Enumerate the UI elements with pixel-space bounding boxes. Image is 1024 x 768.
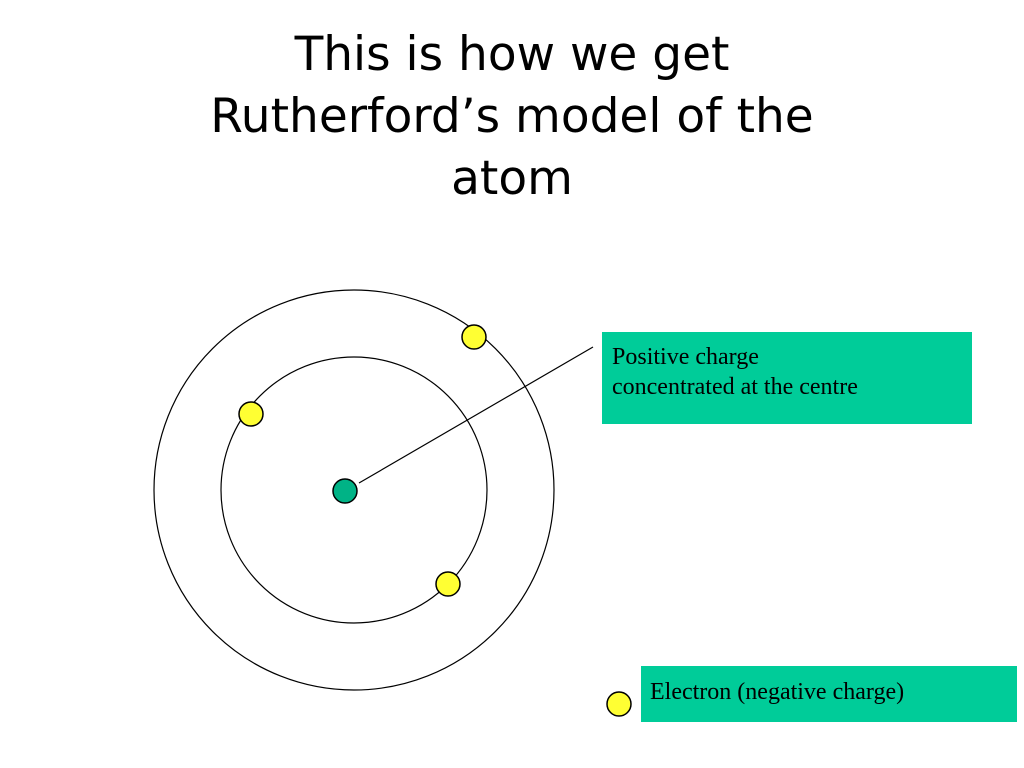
title-line-3: atom bbox=[451, 151, 573, 206]
electron-legend-icon bbox=[606, 691, 632, 717]
slide-title: This is how we get Rutherford’s model of… bbox=[62, 24, 962, 210]
nucleus-pointer-line bbox=[358, 346, 594, 484]
electron-inner-right bbox=[435, 571, 461, 597]
inner-orbit bbox=[220, 356, 488, 624]
outer-orbit bbox=[153, 289, 555, 691]
electron-outer bbox=[461, 324, 487, 350]
nucleus-label-line-2: concentrated at the centre bbox=[612, 374, 858, 400]
title-line-2: Rutherford’s model of the bbox=[210, 89, 814, 144]
nucleus bbox=[332, 478, 358, 504]
nucleus-label-line-1: Positive charge bbox=[612, 344, 759, 370]
electron-inner-left bbox=[238, 401, 264, 427]
title-line-1: This is how we get bbox=[294, 27, 730, 82]
electron-legend-label: Electron (negative charge) bbox=[641, 666, 1017, 722]
nucleus-label: Positive charge concentrated at the cent… bbox=[602, 332, 972, 424]
